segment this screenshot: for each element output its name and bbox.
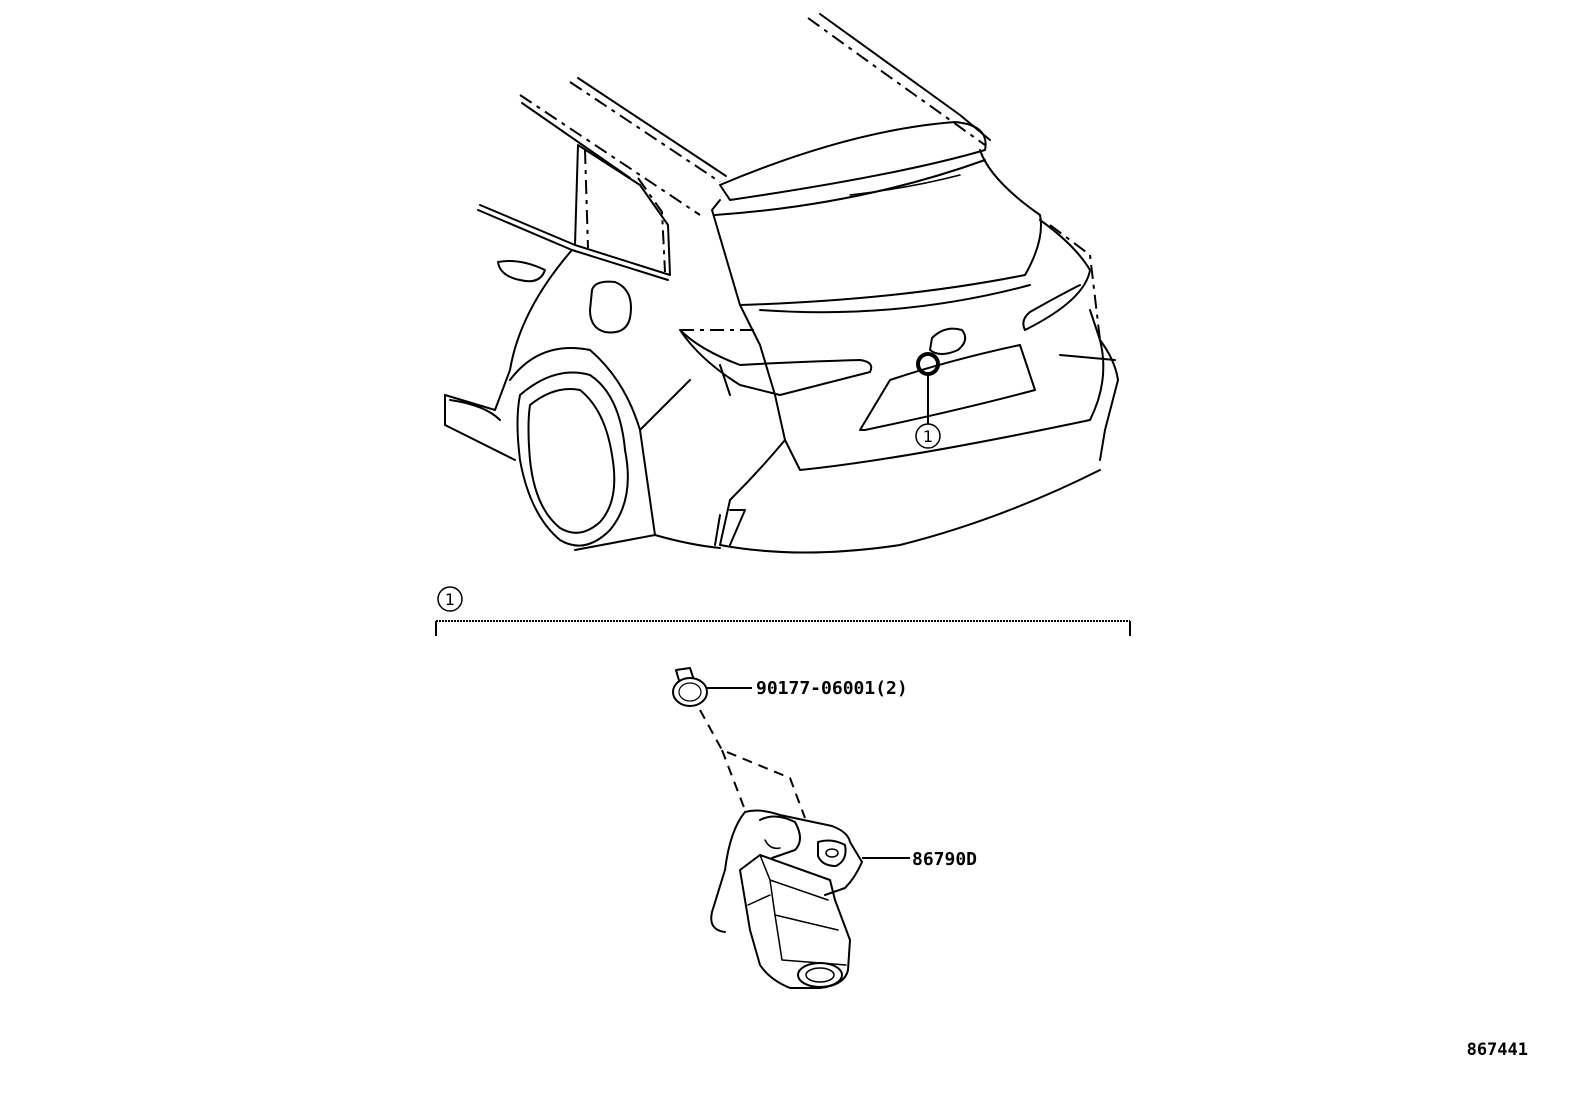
camera-part-number: 86790D	[912, 849, 977, 870]
bolt-part-number: 90177-06001(2)	[756, 678, 908, 699]
vehicle-rear-illustration	[444, 13, 1119, 554]
bolt-part: 90177-06001(2)	[672, 667, 908, 707]
rear-camera-part: 86790D	[710, 809, 977, 989]
group-callout-number: 1	[445, 590, 455, 609]
assembly-group-bracket: 1	[435, 586, 1131, 636]
camera-location-marker: 1	[915, 352, 941, 449]
diagram-id: 867441	[1467, 1040, 1528, 1060]
car-callout-number: 1	[923, 427, 933, 446]
assembly-lines	[699, 709, 806, 819]
